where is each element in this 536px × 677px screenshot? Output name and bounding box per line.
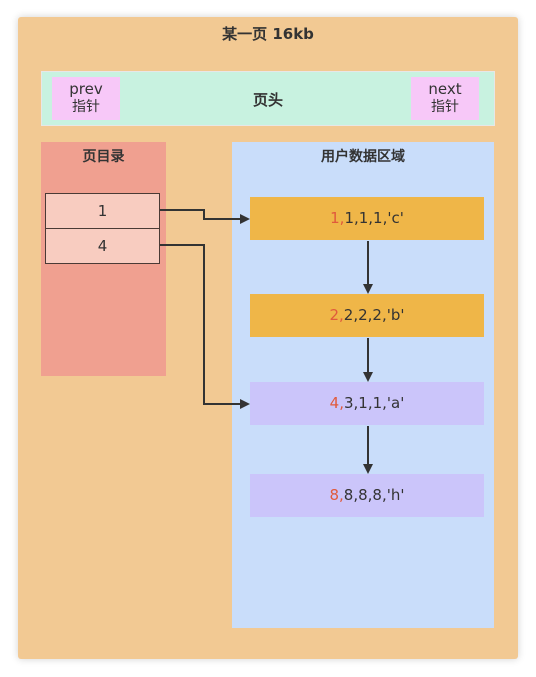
record-key: 8,	[329, 486, 344, 504]
directory-slot: 4	[45, 228, 160, 264]
record-row: 4,3,1,1,'a'	[250, 382, 484, 425]
user-data-title: 用户数据区域	[321, 149, 405, 165]
directory-slot: 1	[45, 193, 160, 229]
user-data-panel: 用户数据区域 1,1,1,1,'c' 2,2,2,2,'b' 4,3,1,1,'…	[232, 142, 494, 628]
page-directory-panel: 页目录 1 4	[41, 142, 166, 376]
record-values: 2,2,2,'b'	[343, 306, 405, 324]
record-key: 2,	[329, 306, 344, 324]
page-title: 某一页 16kb	[222, 25, 314, 43]
page-header: prev 指针 页头 next 指针	[41, 71, 495, 126]
record-row: 1,1,1,1,'c'	[250, 197, 484, 240]
record-values: 1,1,1,'c'	[344, 209, 404, 227]
page-container: 某一页 16kb prev 指针 页头 next 指针 页目录 1 4 用户数据…	[18, 17, 518, 659]
record-values: 8,8,8,'h'	[343, 486, 405, 504]
prev-pointer-box: prev 指针	[52, 77, 120, 120]
record-row: 2,2,2,2,'b'	[250, 294, 484, 337]
next-label: next	[428, 80, 462, 98]
page-directory-title: 页目录	[82, 149, 125, 165]
page-header-label: 页头	[252, 91, 283, 109]
record-key: 1,	[330, 209, 345, 227]
next-sub-label: 指针	[431, 99, 459, 115]
prev-sub-label: 指针	[72, 99, 100, 115]
record-values: 3,1,1,'a'	[343, 394, 405, 412]
next-pointer-box: next 指针	[411, 77, 479, 120]
prev-label: prev	[69, 80, 103, 98]
record-key: 4,	[329, 394, 344, 412]
record-row: 8,8,8,8,'h'	[250, 474, 484, 517]
